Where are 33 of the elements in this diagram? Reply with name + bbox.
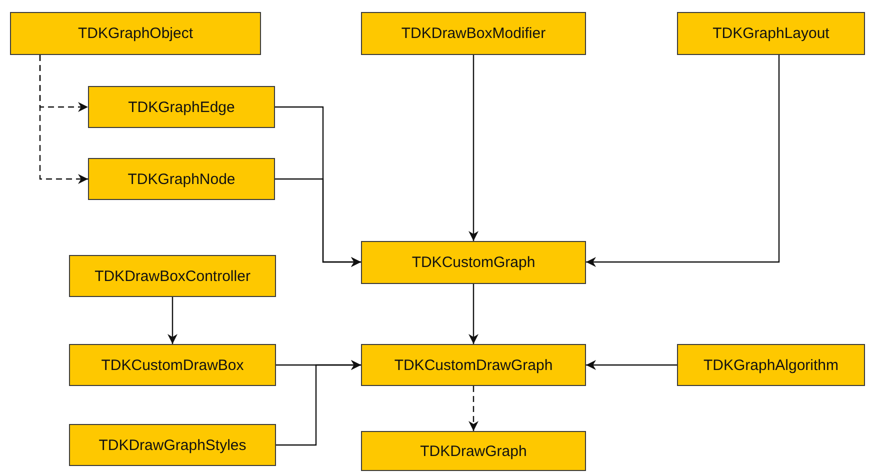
class-name: TDKGraphObject <box>78 25 194 42</box>
class-box <box>10 12 261 55</box>
class-name: TDKCustomDrawGraph <box>394 356 553 374</box>
class-name: TDKDrawBoxController <box>94 268 250 284</box>
class-box <box>69 344 276 386</box>
class-box <box>361 431 586 471</box>
class-box <box>88 86 275 128</box>
arrow <box>168 297 178 344</box>
class-box <box>361 241 586 284</box>
class-name: TDKGraphAlgorithm <box>703 356 839 374</box>
arrow <box>586 360 677 370</box>
arrow <box>276 360 361 446</box>
class-box <box>69 424 276 466</box>
arrow <box>39 55 88 184</box>
class-name: TDKGraphLayout <box>712 25 830 42</box>
class-box <box>69 255 276 297</box>
class-box <box>361 344 586 386</box>
class-box <box>361 12 586 55</box>
class-name: TDKGraphEdge <box>128 98 235 116</box>
class-box <box>677 344 865 386</box>
arrow <box>468 284 478 344</box>
class-name: TDKCustomDrawBox <box>101 356 244 374</box>
class-name: TDKDrawBoxModifier <box>401 25 546 42</box>
arrow <box>586 55 780 267</box>
class-name: TDKDrawGraphStyles <box>98 436 246 454</box>
arrow <box>275 178 361 267</box>
class-name: TDKGraphNode <box>128 170 236 188</box>
arrow <box>468 386 478 431</box>
class-name: TDKCustomGraph <box>412 254 536 271</box>
class-box <box>677 12 865 55</box>
class-box <box>88 158 275 200</box>
arrow <box>468 55 478 241</box>
class-name: TDKDrawGraph <box>420 442 527 460</box>
